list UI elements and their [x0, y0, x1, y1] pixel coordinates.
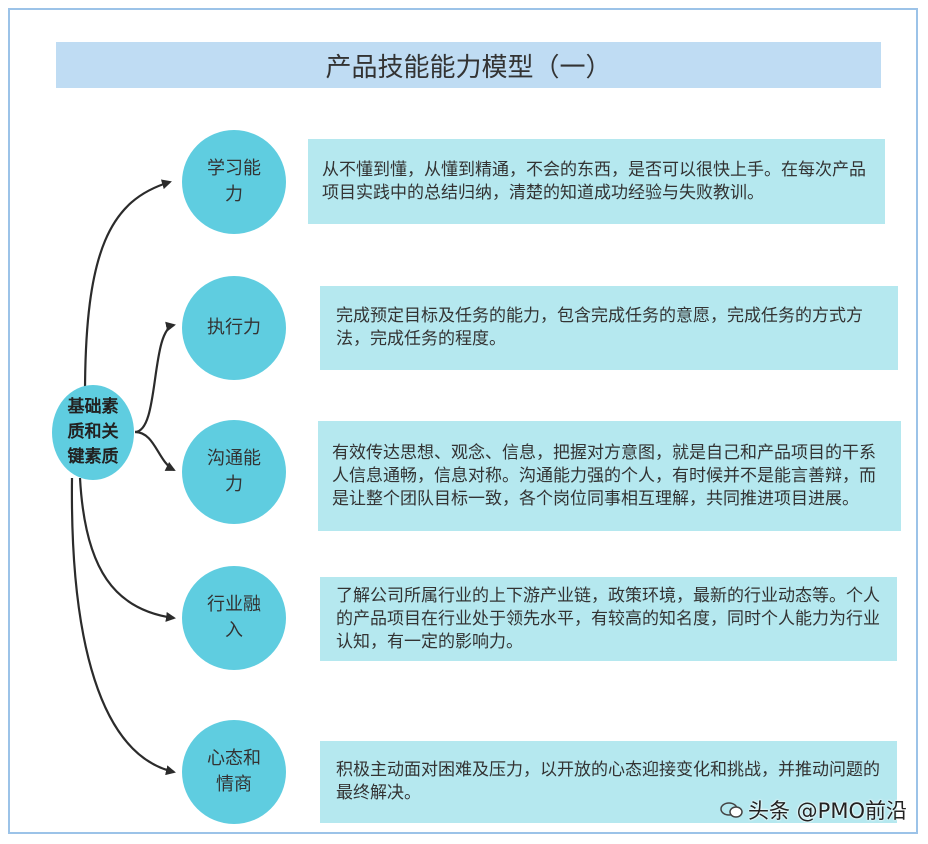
node-learning-ability: 学习能力 — [182, 130, 286, 234]
node-execution: 执行力 — [182, 276, 286, 380]
connector-communication — [134, 430, 176, 471]
desc-text: 有效传达思想、观念、信息，把握对方意图，就是自己和产品项目的干系人信息通畅，信息… — [332, 442, 876, 509]
desc-text: 从不懂到懂，从懂到精通，不会的东西，是否可以很快上手。在每次产品项目实践中的总结… — [322, 159, 866, 203]
node-communication: 沟通能力 — [182, 420, 286, 524]
node-industry: 行业融入 — [182, 566, 286, 670]
desc-mindset: 积极主动面对困难及压力，以开放的心态迎接变化和挑战，并推动问题的最终解决。 — [320, 741, 897, 823]
root-node-label: 基础素质和关键素质 — [67, 397, 119, 467]
diagram-frame — [8, 8, 918, 834]
connector-industry — [78, 477, 176, 622]
desc-communication: 有效传达思想、观念、信息，把握对方意图，就是自己和产品项目的干系人信息通畅，信息… — [318, 421, 901, 531]
watermark-text: 头条 @PMO前沿 — [748, 799, 907, 823]
desc-learning-ability: 从不懂到懂，从懂到精通，不会的东西，是否可以很快上手。在每次产品项目实践中的总结… — [308, 139, 885, 224]
desc-execution: 完成预定目标及任务的能力，包含完成任务的意愿，完成任务的方式方法，完成任务的程度… — [320, 286, 898, 370]
node-label: 学习能力 — [207, 158, 261, 205]
root-node: 基础素质和关键素质 — [52, 385, 134, 480]
diagram-title: 产品技能能力模型（一） — [56, 42, 881, 88]
node-label: 心态和情商 — [207, 748, 261, 795]
desc-text: 积极主动面对困难及压力，以开放的心态迎接变化和挑战，并推动问题的最终解决。 — [336, 760, 880, 803]
desc-industry: 了解公司所属行业的上下游产业链，政策环境，最新的行业动态等。个人的产品项目在行业… — [320, 577, 897, 661]
desc-text: 完成预定目标及任务的能力，包含完成任务的意愿，完成任务的方式方法，完成任务的程度… — [336, 306, 863, 349]
node-label: 行业融入 — [207, 594, 261, 641]
desc-text: 了解公司所属行业的上下游产业链，政策环境，最新的行业动态等。个人的产品项目在行业… — [336, 585, 880, 652]
connector-learning — [83, 179, 172, 396]
node-label: 沟通能力 — [207, 448, 261, 495]
node-label: 执行力 — [207, 317, 261, 338]
node-mindset: 心态和情商 — [182, 720, 286, 824]
watermark: 头条 @PMO前沿 — [720, 795, 907, 825]
connector-mindset — [70, 477, 176, 776]
chat-bubble-icon — [720, 802, 743, 818]
connector-execution — [134, 321, 176, 434]
